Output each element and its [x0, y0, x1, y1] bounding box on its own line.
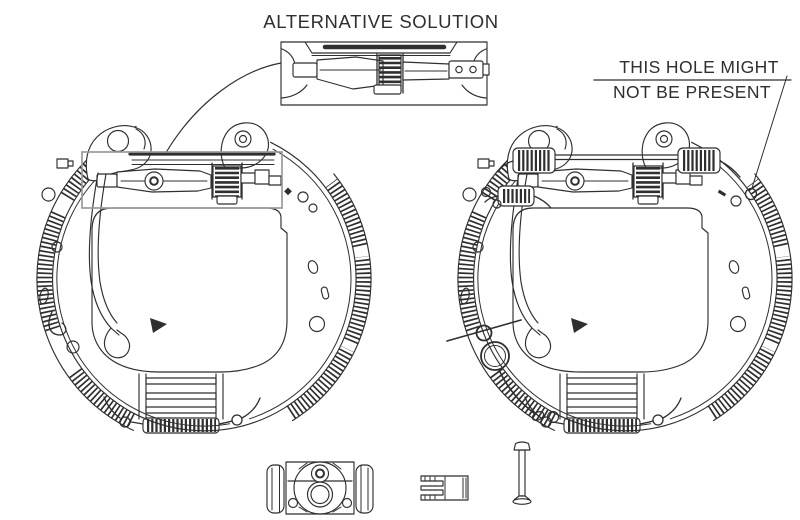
inset-leader-line [166, 62, 282, 152]
retaining-clip-figure [420, 475, 469, 501]
handbrake-cable-coil [446, 319, 560, 424]
wheel-cylinder-figure [266, 461, 374, 515]
hole-note: THIS HOLE MIGHT NOT BE PRESENT [593, 57, 792, 189]
hold-down-pin-figure [512, 441, 532, 505]
hole-note-line1: THIS HOLE MIGHT [619, 57, 779, 77]
upper-return-springs [497, 147, 741, 178]
highlight-rectangle [81, 151, 283, 209]
anchor-pin-holes [284, 187, 318, 213]
left-upper-spring-rod [128, 152, 276, 165]
left-brake-shoe-assembly [37, 123, 371, 433]
alternative-solution-inset [280, 41, 490, 106]
hole-note-leader-line [751, 75, 788, 189]
secondary-spring [484, 185, 552, 209]
inset-adjuster-strut [292, 53, 490, 95]
cable-hook [48, 311, 67, 336]
hole-note-line2: NOT BE PRESENT [613, 82, 771, 102]
optional-hole-group [480, 186, 758, 209]
alternative-solution-label: ALTERNATIVE SOLUTION [263, 11, 498, 32]
rim-hole [66, 340, 80, 354]
right-brake-shoe-assembly [447, 123, 792, 433]
optional-hole [744, 187, 758, 201]
